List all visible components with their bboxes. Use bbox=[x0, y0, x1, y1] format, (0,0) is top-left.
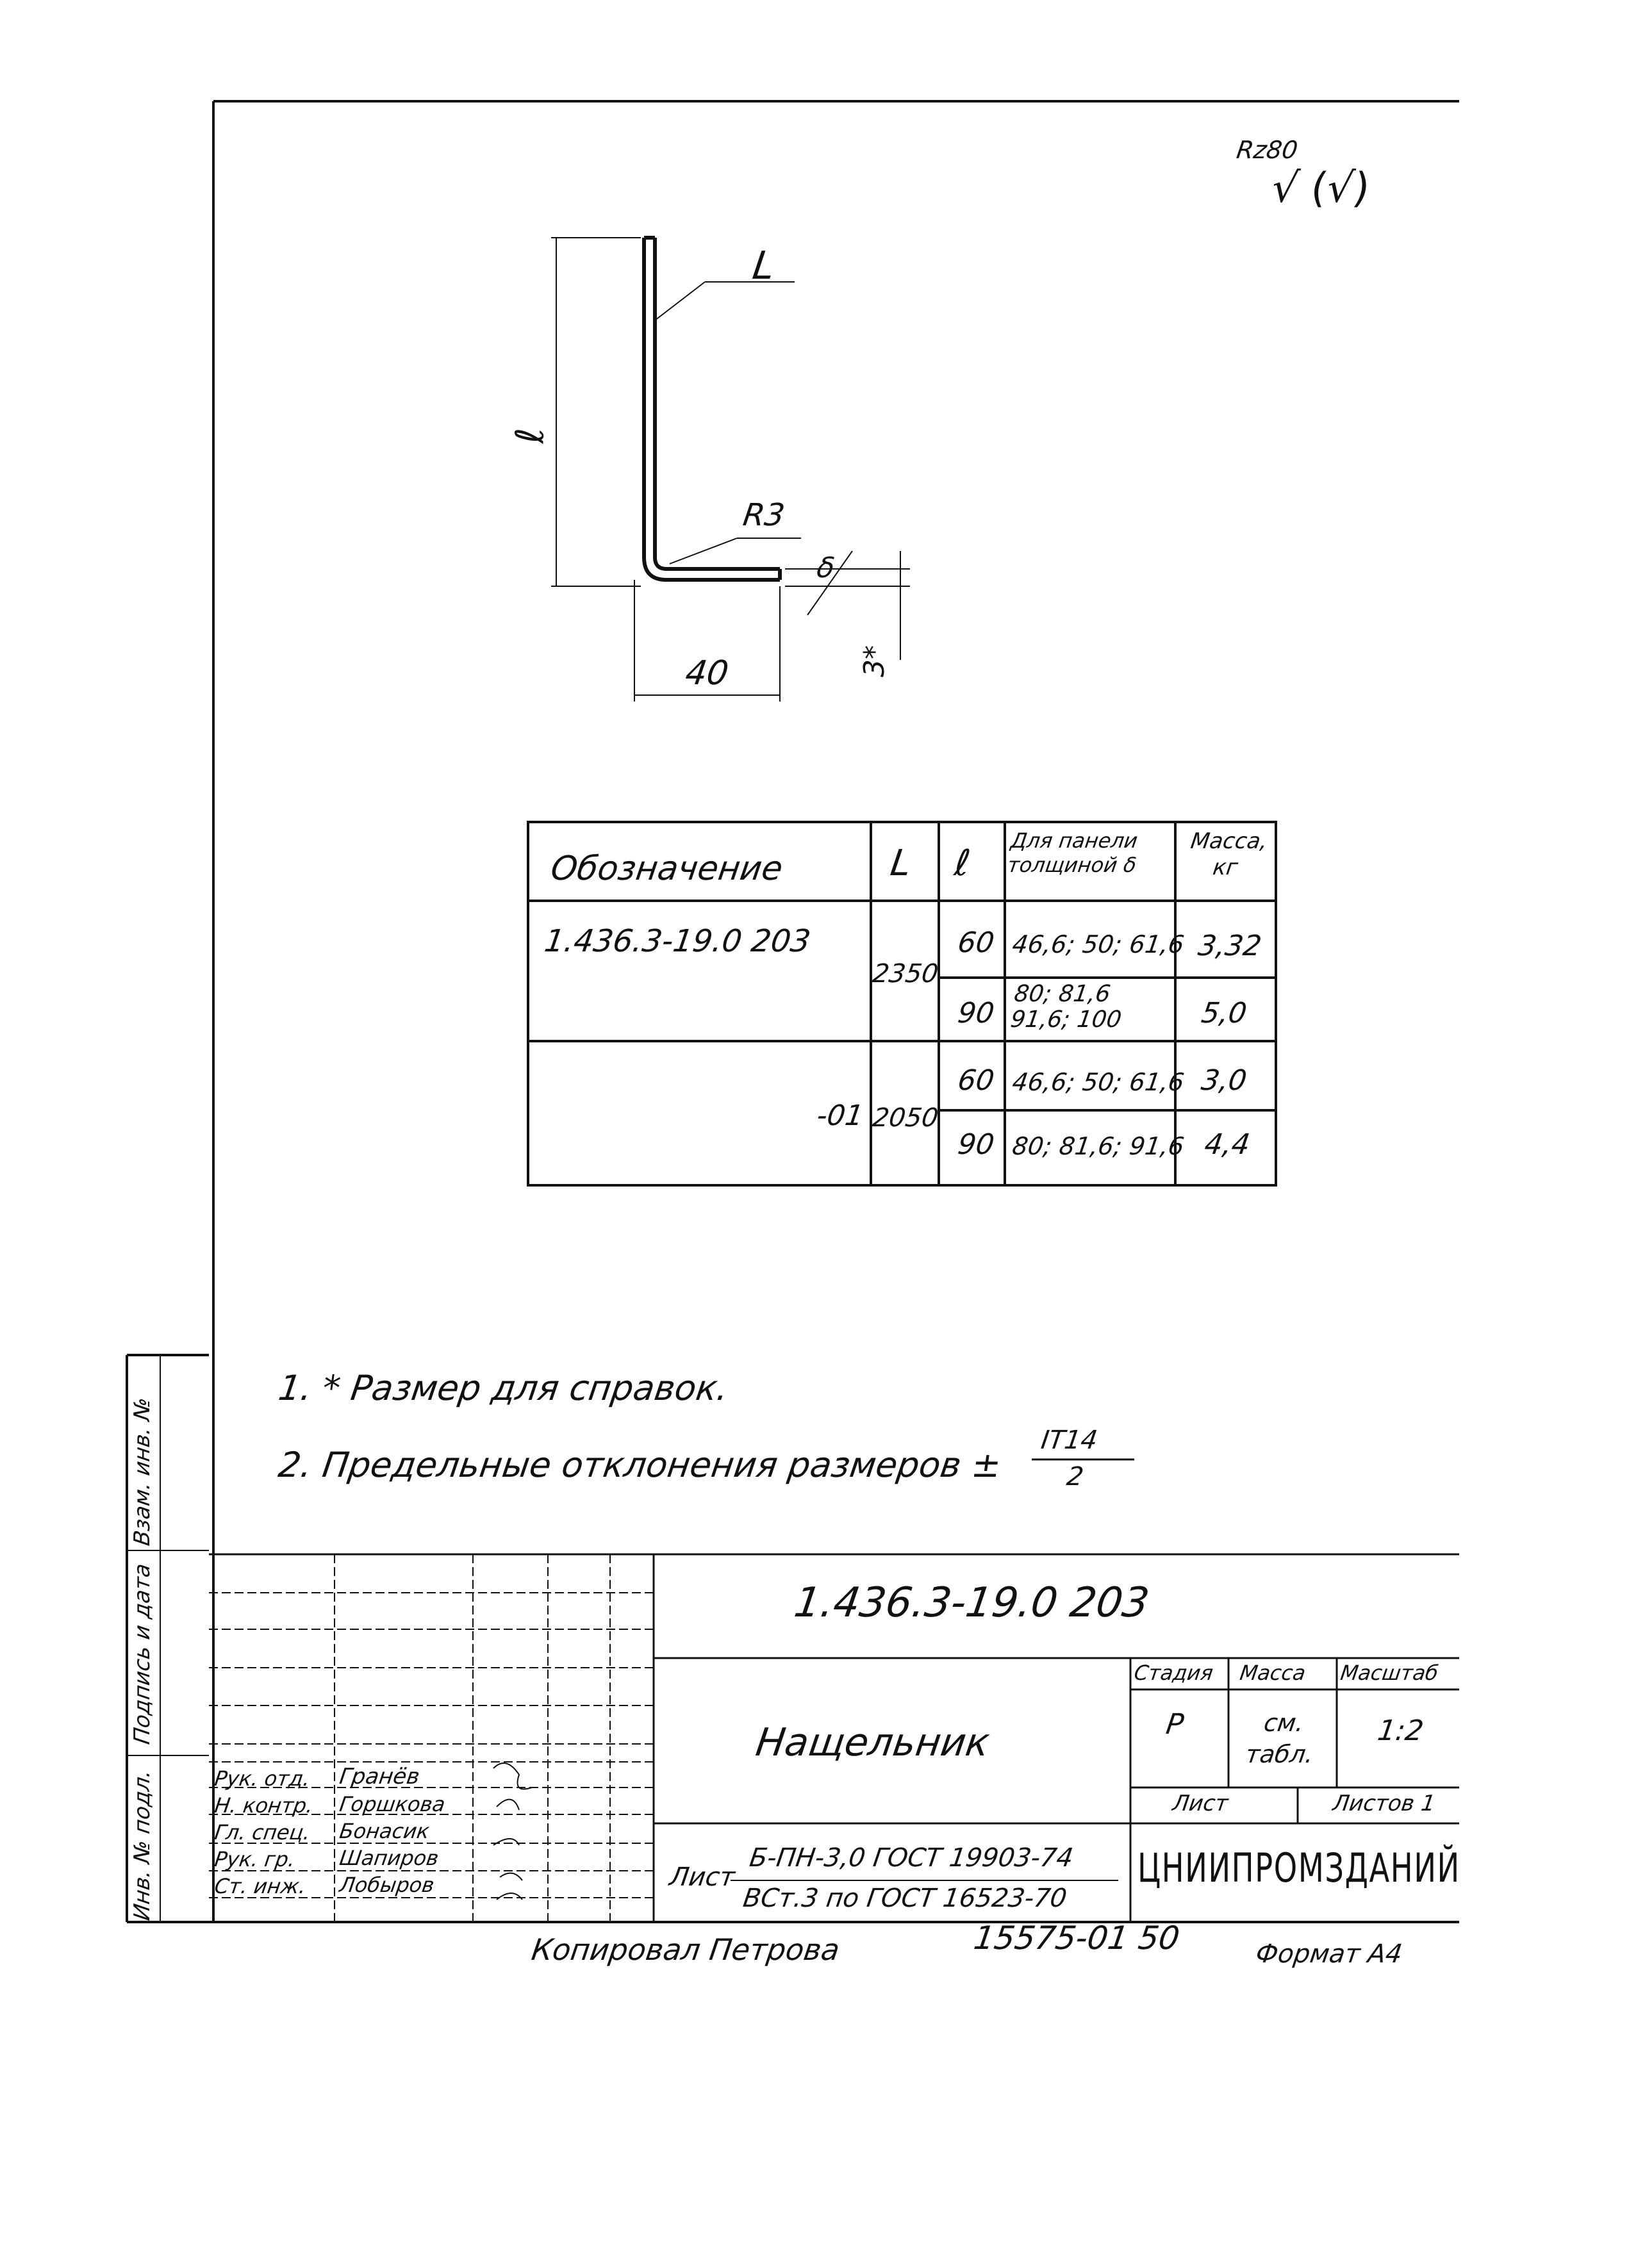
title-block-grid bbox=[209, 1553, 1459, 1922]
mass-label: Масса bbox=[1238, 1661, 1307, 1685]
role-2: Н. контр. bbox=[213, 1793, 315, 1818]
signatures bbox=[493, 1763, 533, 1900]
dimension-lines bbox=[551, 237, 910, 702]
header-panel: Для панели толщиной δ bbox=[1005, 828, 1139, 878]
roughness-symbol: √ (√) bbox=[1268, 165, 1373, 212]
copied-by: Копировал Петрова bbox=[529, 1932, 842, 1967]
row1-l: 60 bbox=[955, 926, 996, 959]
role-3: Гл. спец. bbox=[213, 1820, 312, 1845]
side-label-inv-original: Инв. № подл. bbox=[129, 1768, 155, 1923]
name-3: Бонасик bbox=[338, 1819, 431, 1843]
table-grid bbox=[527, 821, 1277, 1187]
stage-value: Р bbox=[1164, 1708, 1186, 1741]
row3-mass: 3,0 bbox=[1199, 1064, 1249, 1097]
frame bbox=[126, 100, 1459, 1923]
material-bottom: ВСт.3 по ГОСТ 16523-70 bbox=[741, 1884, 1069, 1913]
stage-label: Стадия bbox=[1132, 1661, 1215, 1685]
tolerance-numerator: IT14 bbox=[1039, 1426, 1100, 1455]
name-2: Горшкова bbox=[338, 1792, 447, 1816]
note-2: 2. Предельные отклонения размеров ± bbox=[276, 1445, 1004, 1485]
material-top: Б-ПН-3,0 ГОСТ 19903-74 bbox=[747, 1843, 1075, 1873]
scale-label: Масштаб bbox=[1339, 1661, 1440, 1685]
row4-l: 90 bbox=[955, 1128, 996, 1161]
role-1: Рук. отд. bbox=[213, 1766, 312, 1791]
side-label-replace-inv: Взам. инв. № bbox=[129, 1395, 155, 1548]
dimension-l: ℓ bbox=[508, 427, 553, 444]
note-1: 1. * Размер для справок. bbox=[276, 1368, 731, 1408]
dimension-40: 40 bbox=[682, 654, 731, 693]
row2-mass: 5,0 bbox=[1199, 997, 1249, 1030]
reference-dimension: 3* bbox=[858, 645, 891, 677]
signature-grid bbox=[209, 1554, 654, 1922]
organization: ЦНИИПРОМЗДАНИЙ bbox=[1137, 1845, 1460, 1891]
row1-mass: 3,32 bbox=[1196, 930, 1264, 962]
row3-L: 2050 bbox=[870, 1103, 941, 1133]
scale-value: 1:2 bbox=[1375, 1714, 1426, 1747]
row4-panel: 80; 81,6; 91,6 bbox=[1010, 1132, 1186, 1160]
row2-l: 90 bbox=[955, 997, 996, 1030]
radius-label: R3 bbox=[741, 497, 787, 533]
row1-panel: 46,6; 50; 61,6 bbox=[1010, 930, 1186, 958]
role-5: Ст. инж. bbox=[213, 1874, 308, 1898]
roughness-label: Rz80 bbox=[1234, 136, 1300, 164]
header-mass: Масса, кг bbox=[1189, 828, 1269, 880]
row1-designation: 1.436.3-19.0 203 bbox=[542, 923, 813, 959]
mass-value: см. табл. bbox=[1243, 1709, 1316, 1769]
archive-code: 15575-01 50 bbox=[971, 1919, 1182, 1957]
row3-designation: -01 bbox=[814, 1099, 866, 1132]
row4-mass: 4,4 bbox=[1202, 1128, 1252, 1161]
material-prefix: Лист bbox=[667, 1862, 737, 1892]
doc-number: 1.436.3-19.0 203 bbox=[791, 1579, 1152, 1627]
role-4: Рук. гр. bbox=[213, 1847, 297, 1871]
row2-panel: 80; 81,6 91,6; 100 bbox=[1009, 981, 1123, 1033]
row1-L: 2350 bbox=[870, 959, 941, 989]
name-4: Шапиров bbox=[338, 1846, 440, 1870]
name-1: Гранёв bbox=[338, 1764, 422, 1789]
sheets-label: Листов 1 bbox=[1331, 1791, 1437, 1816]
part-name: Нащельник bbox=[753, 1720, 993, 1765]
part-profile bbox=[642, 236, 782, 582]
row3-panel: 46,6; 50; 61,6 bbox=[1010, 1068, 1186, 1096]
side-label-signature-date: Подпись и дата bbox=[129, 1561, 155, 1746]
sheet-format: Формат А4 bbox=[1253, 1939, 1405, 1969]
sheet-label: Лист bbox=[1171, 1791, 1230, 1816]
row3-l: 60 bbox=[955, 1064, 996, 1097]
name-5: Лобыров bbox=[338, 1873, 436, 1897]
header-designation: Обозначение bbox=[548, 850, 786, 888]
side-strip bbox=[127, 1355, 209, 1922]
